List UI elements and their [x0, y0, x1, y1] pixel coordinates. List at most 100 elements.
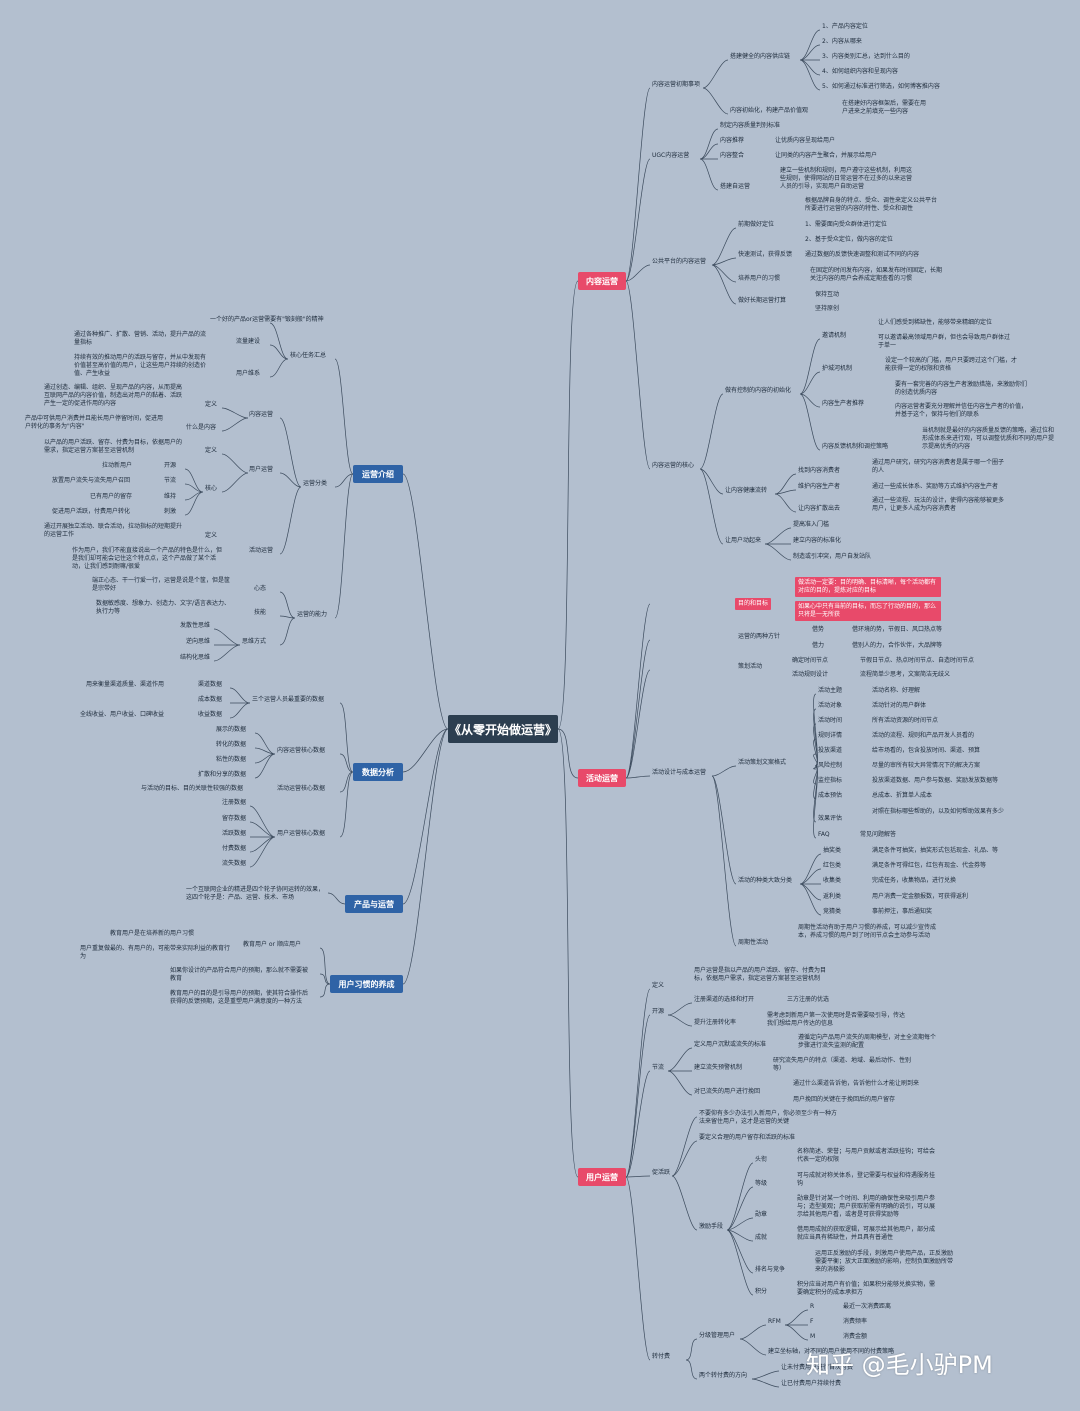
incentive-item: 积分: [755, 1288, 768, 1295]
flow-desc: 通过用户研究，研究内容消费者是属于哪一个圈子的人: [872, 459, 1005, 474]
connector-line: [319, 983, 331, 998]
controlled-initialization: 做有控制的内容的初始化: [725, 387, 792, 394]
connector-line: [279, 617, 296, 646]
connector-line: [249, 805, 276, 838]
connector-line: [339, 771, 354, 793]
connector-line: [229, 687, 251, 704]
incentive-desc: 名称简述、荣誉；与用户贡献或者活跃挂钩；可给会代表一定的权限: [797, 1148, 936, 1163]
branch-user-habit[interactable]: 用户习惯的养成: [330, 975, 403, 993]
incentive-desc: 借用用成就的获取逻辑，可展示给其他用户，部分成就应当具有稀缺性，并且具有普通性: [797, 1226, 936, 1241]
ugc-desc: 让同类的内容产生聚合，并展示给用户: [775, 152, 878, 159]
ability-item: 思维方式: [242, 638, 267, 645]
incentive-item: 成就: [755, 1234, 768, 1241]
strategy-desc: 借别人的力，合作伙伴，大品牌等: [852, 642, 943, 649]
thinking-item: 发散性思维: [180, 622, 211, 629]
public-desc: 2、基于受众定位，做内容的定位: [805, 236, 893, 243]
branch-data-analysis[interactable]: 数据分析: [353, 763, 403, 781]
rfm-desc: 消费频率: [843, 1318, 868, 1325]
connector-line: [799, 393, 821, 408]
connector-line: [557, 280, 579, 730]
connector-line: [799, 883, 822, 916]
public-desc: 在固定的时间发布内容，如果发布时间固定，长期关注内容的用户会养成定期查看的习惯: [810, 267, 943, 282]
activity-design-cost: 活动设计与成本运营: [652, 769, 707, 776]
retention-desc: 用户挽回的关键在于挽回后的用户留存: [793, 1096, 896, 1103]
activity-core-data: 活动运营核心数据: [277, 785, 326, 792]
ability-item: 技能: [254, 609, 267, 616]
type-desc: 用户消费一定金额报数，可获得返利: [872, 893, 969, 900]
user-def: 定义: [652, 982, 665, 989]
connector-line: [319, 973, 331, 985]
branch-activity-operation[interactable]: 活动运营: [578, 769, 626, 787]
format-item: 活动主题: [818, 687, 843, 694]
connector-line: [667, 1070, 693, 1096]
connector-line: [739, 1324, 767, 1340]
activity-def-desc: 作为用户，我们不能直接说出一个产品的特色是什么，但是我们却可能会记住这个特点点，…: [72, 547, 223, 570]
retention-desc: 遵循定向产品用户流失的周期模型，对主全流期每个步骤进行流失监测的配置: [798, 1034, 937, 1049]
periodic-activity: 周期性活动: [738, 939, 769, 946]
connector-line: [334, 473, 354, 488]
connector-line: [799, 59, 821, 91]
connector-line: [625, 1176, 651, 1361]
core-task-desc: 一个好的产品or运营需要有"锻刻般"的精神: [210, 316, 324, 323]
branch-operation-intro[interactable]: 运营介绍: [353, 465, 403, 483]
connector-line: [339, 753, 354, 773]
coordinate-strategy: 建立坐标轴，对不同的用户使用不同的付费策略: [768, 1348, 895, 1355]
category-def: 定义: [205, 532, 218, 539]
educate-desc: 教育用户是在培养新的用户习惯: [110, 930, 195, 937]
flow-item: 维护内容生产者: [798, 483, 841, 490]
control-item: 内容反馈机制和调控策略: [822, 443, 889, 450]
supply-item: 5、如何通过标准进行筛选，如何博客推内容: [822, 83, 940, 90]
supply-item: 4、如何组织内容和呈现内容: [822, 68, 898, 75]
connector-line: [327, 892, 346, 905]
public-desc: 1、需要面向受众群体进行定位: [805, 221, 887, 228]
connector-line: [726, 1162, 754, 1231]
connector-line: [667, 1014, 693, 1027]
connector-line: [813, 738, 818, 767]
type-desc: 满足条件可抽奖，抽奖形式包括现金、礼品、等: [872, 847, 999, 854]
open-desc: 需考虑到新用户第一次使用时是否需要吸引导，传达我们想给用户传达的信息: [767, 1012, 906, 1027]
connector-line: [254, 732, 276, 755]
key-data-item: 渠道数据: [198, 681, 223, 688]
core-task-item: 流量建设: [236, 338, 261, 345]
open-desc: 三方注册的优选: [787, 996, 830, 1003]
key-data-desc: 全线收益、用户收益、口碑收益: [80, 711, 165, 718]
connector-line: [774, 493, 797, 513]
strategy-desc: 借环境的势，节假日、风口热点等: [852, 626, 943, 633]
branch-user-operation[interactable]: 用户运营: [578, 1168, 626, 1186]
connector-line: [279, 472, 302, 488]
open-item: 注册渠道的选择和打开: [694, 996, 755, 1003]
format-desc: 对照在指标哪些帮助的，以及如何帮助效果有多少: [872, 808, 1005, 815]
connector-line: [671, 1175, 698, 1231]
connector-line: [726, 1217, 754, 1231]
content-flow: 让内容健康流转: [725, 487, 768, 494]
root-node[interactable]: 《从零开始做运营》: [448, 715, 558, 743]
connector-line: [699, 158, 719, 191]
connector-line: [799, 393, 821, 451]
user-open-source: 开源: [652, 1008, 665, 1015]
connector-line: [402, 728, 449, 773]
branch-content-operation[interactable]: 内容运营: [578, 272, 626, 290]
control-desc: 设定一个较高的门槛，用户只要跨过这个门槛，才能获得一定的权限和资格: [885, 357, 1018, 372]
format-item: 监控指标: [818, 777, 843, 784]
format-desc: 尽量的审所有较大异常情况下的解决方案: [872, 762, 981, 769]
connector-line: [625, 1175, 651, 1178]
flow-item: 找到内容消费者: [798, 467, 841, 474]
public-desc: 坚持原创: [815, 305, 840, 312]
connector-line: [702, 59, 729, 89]
key-data-item: 成本数据: [198, 696, 223, 703]
incentive-desc: 积分应当对用户有价值；如果积分能够兑换实物，需要确定积分的成本承担方: [797, 1281, 936, 1296]
connector-line: [813, 753, 818, 767]
user-activation: 让用户动起来: [725, 537, 762, 544]
connector-line: [667, 1047, 693, 1072]
branch-product-and-operation[interactable]: 产品与运营: [345, 895, 403, 913]
connector-line: [813, 708, 818, 767]
type-item: 竞猜类: [823, 908, 842, 915]
control-desc: 让人们感受到稀缺性，能够带来精细的定位: [878, 319, 993, 326]
connector-line: [625, 988, 651, 1178]
format-desc: 活动名称、好理解: [872, 687, 921, 694]
rfm-desc: 消费金额: [843, 1333, 868, 1340]
format-desc: 投放渠道数据、用户参与数据、奖励发放数据等: [872, 777, 999, 784]
control-desc: 要有一套完善的内容生产者激励措施，来激励你们的创造优质内容: [895, 381, 1028, 396]
habit-desc: 如果你设计的产品符合用户的预期，那么就不需要被教育: [170, 967, 309, 982]
connector-line: [726, 1229, 754, 1274]
